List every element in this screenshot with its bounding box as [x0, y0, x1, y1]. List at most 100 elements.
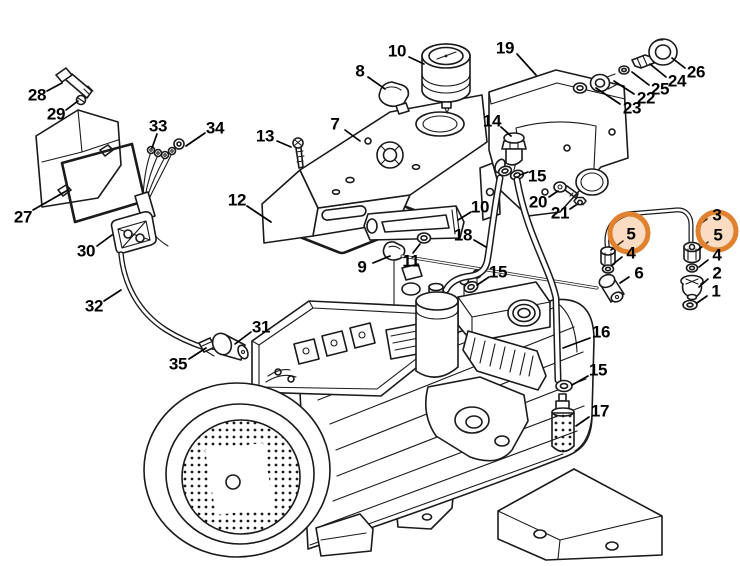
part-label-24[interactable]: 24 [667, 71, 687, 91]
leader-line-22 [613, 80, 635, 95]
part-label-2[interactable]: 2 [712, 263, 722, 283]
part-label-5-right[interactable]: 5 [713, 225, 723, 245]
leader-line-13 [276, 140, 292, 148]
knob-8 [378, 81, 410, 115]
part-label-30[interactable]: 30 [76, 241, 96, 261]
part-label-4-right[interactable]: 4 [712, 245, 722, 265]
leader-line-15-pump [476, 276, 490, 286]
leader-line-10-gauge [408, 56, 425, 65]
part-label-3[interactable]: 3 [712, 205, 722, 225]
part-label-8[interactable]: 8 [355, 61, 365, 81]
motor-front-bell [143, 382, 331, 558]
part-label-14[interactable]: 14 [482, 111, 502, 131]
elbow-fitting-14 [494, 132, 527, 174]
hose-18 [442, 174, 504, 294]
leader-line-25 [631, 71, 650, 86]
leader-line-16 [562, 337, 591, 349]
part-label-25[interactable]: 25 [650, 79, 670, 99]
part-label-12[interactable]: 12 [227, 190, 247, 210]
leader-line-23 [595, 87, 621, 105]
connector-31 [211, 332, 249, 361]
part-label-33[interactable]: 33 [148, 116, 168, 136]
part-label-15-pump[interactable]: 15 [488, 262, 508, 282]
part-label-18[interactable]: 18 [453, 225, 473, 245]
leader-line-33 [151, 133, 158, 149]
part-label-22[interactable]: 22 [636, 88, 656, 108]
part-label-32[interactable]: 32 [84, 296, 104, 316]
hose-clamp-15-filter [555, 379, 573, 393]
leader-line-10-bracket [457, 211, 472, 221]
leader-line-35 [188, 347, 207, 360]
hose-16 [513, 176, 562, 384]
leader-line-7 [344, 129, 361, 142]
part-label-27[interactable]: 27 [13, 207, 33, 227]
suction-filter-17 [551, 393, 575, 453]
leader-line-27 [32, 189, 69, 211]
sensing-tube [400, 254, 599, 290]
part-label-20[interactable]: 20 [528, 192, 548, 212]
leader-line-29 [65, 100, 79, 111]
leader-line-11 [412, 243, 421, 254]
part-label-13[interactable]: 13 [255, 126, 275, 146]
leader-line-34 [185, 132, 206, 147]
part-label-9[interactable]: 9 [357, 257, 367, 277]
part-label-7[interactable]: 7 [330, 114, 340, 134]
bolt-28 [55, 67, 94, 99]
ring-terminal-34 [173, 138, 185, 150]
fitting-set-22-26 [572, 38, 678, 94]
cover-27 [35, 109, 147, 224]
part-label-19[interactable]: 19 [495, 38, 515, 58]
cable-clip-35 [198, 337, 216, 353]
nut-21 [573, 196, 587, 206]
plug-9 [382, 241, 406, 317]
leader-line-6 [619, 276, 630, 284]
shroud-19 [488, 69, 629, 217]
leader-line-20 [548, 190, 559, 198]
leader-line-15-hose [571, 375, 589, 386]
part-label-4-left[interactable]: 4 [626, 243, 636, 263]
part-label-26[interactable]: 26 [686, 62, 706, 82]
leader-line-12 [246, 205, 272, 223]
leader-line-24 [649, 63, 667, 78]
bracket-10 [363, 205, 465, 241]
leader-line-17 [575, 416, 590, 427]
part-label-35[interactable]: 35 [168, 354, 188, 374]
part-label-6[interactable]: 6 [634, 263, 644, 283]
part-label-21[interactable]: 21 [550, 203, 570, 223]
part-label-34[interactable]: 34 [205, 118, 225, 138]
highlight-circle-left [607, 211, 651, 255]
part-label-15-hose[interactable]: 15 [588, 360, 608, 380]
leader-line-28 [46, 82, 63, 92]
part-label-16[interactable]: 16 [591, 322, 611, 342]
part-label-11[interactable]: 11 [402, 251, 420, 271]
leader-line-18 [473, 239, 487, 248]
part-label-28[interactable]: 28 [27, 85, 47, 105]
part-label-5-left[interactable]: 5 [626, 224, 636, 244]
part-label-10-bracket[interactable]: 10 [470, 197, 490, 217]
leader-line-14 [500, 126, 512, 137]
control-housing-7 [261, 94, 488, 244]
part-label-17[interactable]: 17 [590, 401, 610, 421]
leader-line-30 [96, 234, 113, 247]
leader-line-32 [103, 289, 122, 302]
grommet-11 [416, 232, 432, 244]
leader-line-9 [372, 255, 391, 264]
part-label-31[interactable]: 31 [251, 317, 271, 337]
part-label-10-gauge[interactable]: 10 [387, 41, 407, 61]
part-label-15-clamps[interactable]: 15 [527, 166, 547, 186]
leader-line-15-clamps [519, 171, 529, 176]
leader-line-21 [569, 204, 577, 210]
screw-29 [75, 94, 87, 106]
pressure-gauge-10 [421, 43, 471, 114]
part-label-29[interactable]: 29 [46, 104, 66, 124]
leader-line-19 [516, 53, 537, 76]
leader-line-1 [696, 295, 708, 304]
pump-assembly [401, 263, 551, 462]
part-label-1[interactable]: 1 [711, 281, 721, 301]
part-label-23[interactable]: 23 [622, 98, 642, 118]
terminal-box [251, 300, 437, 397]
highlight-circle-right [695, 209, 739, 253]
